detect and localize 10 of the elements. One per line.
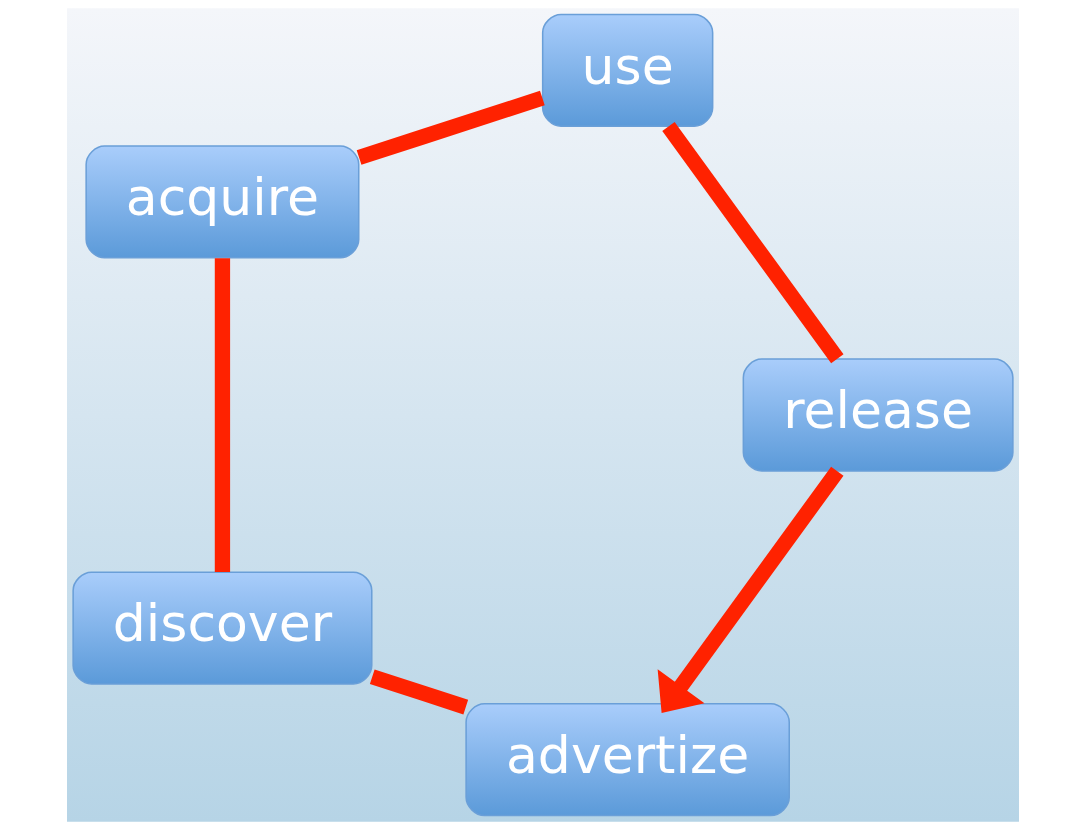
node-box: use: [541, 13, 713, 127]
arrow: [657, 466, 843, 713]
node-box: discover: [71, 571, 373, 685]
connector: [661, 121, 843, 364]
connector: [369, 669, 468, 715]
node-box: acquire: [84, 145, 359, 259]
connector: [214, 258, 230, 572]
node-box: release: [742, 358, 1014, 472]
node-box: advertize: [464, 703, 790, 817]
connector: [356, 90, 545, 165]
